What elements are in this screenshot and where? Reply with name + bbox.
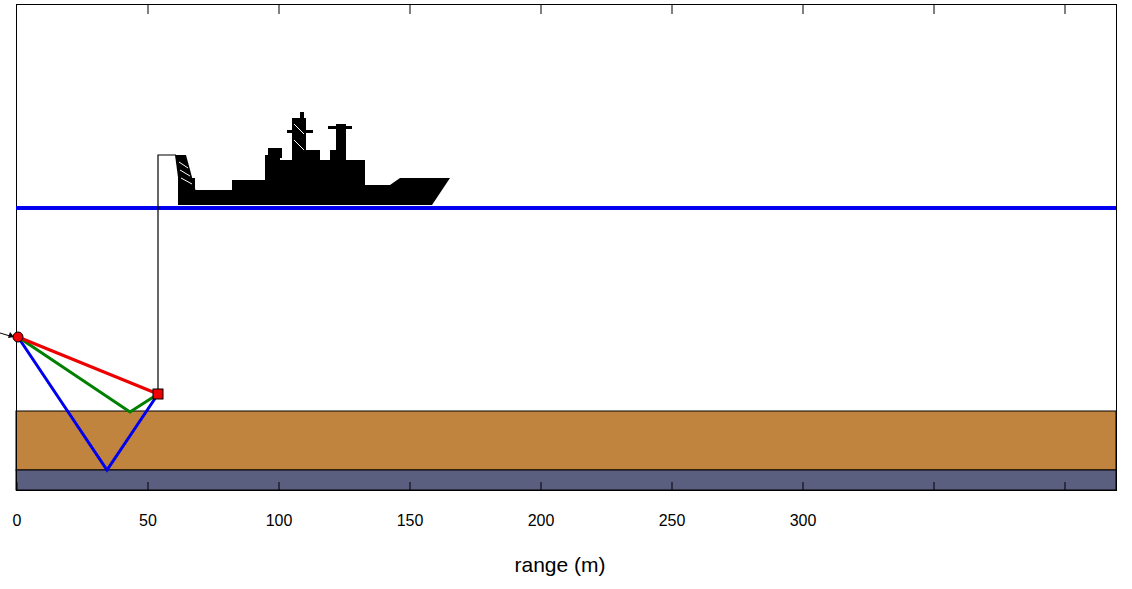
basement-layer	[16, 470, 1116, 490]
source-pointer	[0, 333, 10, 336]
plot-frame	[17, 5, 1117, 491]
receiver-cable	[158, 155, 176, 394]
tick-label: 0	[13, 512, 22, 530]
tick-label: 50	[139, 512, 157, 530]
ship-silhouette	[175, 112, 450, 205]
direct-ray	[18, 337, 158, 394]
seafloor-reflected-ray	[18, 337, 158, 412]
basement-reflected-ray	[18, 337, 158, 470]
receiver-square	[153, 389, 163, 399]
tick-label: 150	[397, 512, 424, 530]
source-dot	[13, 332, 23, 342]
sea-surface	[16, 206, 1116, 210]
ship-crane-lattice	[179, 124, 304, 184]
tick-label: 300	[790, 512, 817, 530]
sediment-layer	[16, 411, 1116, 470]
tick-marks	[17, 5, 1065, 490]
axis-title: range (m)	[514, 553, 605, 577]
tick-label: 250	[659, 512, 686, 530]
tick-label: 200	[528, 512, 555, 530]
tick-label: 100	[266, 512, 293, 530]
